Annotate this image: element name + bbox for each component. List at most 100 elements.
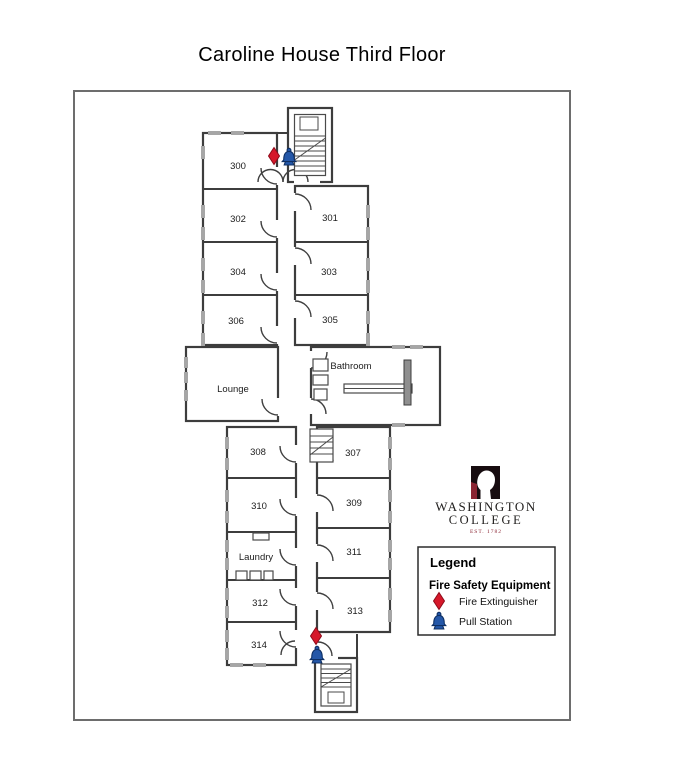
- door-arc: [280, 640, 296, 656]
- laundry-appliances: [235, 532, 274, 581]
- legend-subtitle: Fire Safety Equipment: [429, 580, 551, 592]
- door-arc: [260, 273, 278, 291]
- bathroom-fixtures: [312, 358, 413, 406]
- window-mark: [410, 345, 423, 349]
- door-arc: [294, 247, 312, 265]
- upper-right-rooms: [293, 184, 370, 347]
- door-opening: [274, 326, 280, 344]
- stair-details: [293, 113, 352, 707]
- door-opening: [314, 592, 320, 610]
- window-mark: [225, 606, 229, 618]
- lower-left-rooms: [225, 425, 298, 667]
- page-title: Caroline House Third Floor: [198, 44, 446, 66]
- door-arc: [279, 630, 297, 648]
- door-arc: [294, 300, 312, 318]
- window-mark: [184, 390, 188, 401]
- window-mark: [225, 540, 229, 552]
- door-opening: [292, 193, 298, 211]
- window-mark: [253, 663, 266, 667]
- window-mark: [388, 558, 392, 570]
- window-mark: [201, 311, 205, 324]
- window-mark: [366, 333, 370, 346]
- window-mark: [184, 357, 188, 368]
- window-mark: [225, 630, 229, 642]
- window-mark: [366, 280, 370, 293]
- door-opening: [308, 351, 314, 368]
- window-mark: [388, 610, 392, 622]
- legend-item-label: Fire Extinguisher: [459, 596, 538, 608]
- window-mark: [201, 205, 205, 218]
- window-mark: [201, 258, 205, 271]
- door-opening: [274, 167, 280, 185]
- wc-logo-est: EST. 1782: [470, 529, 502, 535]
- upper-left-rooms: [201, 131, 279, 347]
- door-opening: [293, 588, 299, 606]
- door-openings: [274, 167, 338, 660]
- window-mark: [388, 511, 392, 523]
- room-label-309: 309: [346, 498, 362, 509]
- room-label-310: 310: [251, 501, 267, 512]
- wc-logo-line1: WASHINGTON: [435, 499, 536, 514]
- window-mark: [230, 663, 243, 667]
- door-opening: [274, 273, 280, 291]
- room-label-308: 308: [250, 447, 266, 458]
- door-opening: [294, 179, 320, 184]
- wc-logo-maroon-accent: [471, 482, 477, 499]
- room-label-307: 307: [345, 448, 361, 459]
- door-opening: [318, 656, 338, 660]
- window-mark: [201, 227, 205, 240]
- door-arc: [316, 494, 334, 512]
- window-mark: [231, 131, 244, 135]
- door-arc: [317, 641, 333, 657]
- lounge-room: [184, 345, 280, 423]
- door-arc: [316, 544, 334, 562]
- room-label-314: 314: [251, 640, 267, 651]
- window-mark: [392, 345, 405, 349]
- legend-title: Legend: [430, 555, 476, 570]
- room-label-305: 305: [322, 315, 338, 326]
- room-label-300: 300: [230, 161, 246, 172]
- window-mark: [201, 146, 205, 159]
- door-opening: [293, 498, 299, 516]
- window-mark: [184, 372, 188, 383]
- window-mark: [366, 205, 370, 218]
- windows: [184, 131, 423, 667]
- door-arc: [279, 548, 297, 566]
- door-opening: [293, 630, 299, 648]
- door-arc: [257, 168, 284, 183]
- room-label-302: 302: [230, 214, 246, 225]
- window-mark: [201, 333, 205, 346]
- window-mark: [225, 437, 229, 449]
- door-opening: [292, 247, 298, 265]
- door-arc: [279, 498, 297, 516]
- room-label-301: 301: [322, 213, 338, 224]
- door-arc: [279, 445, 297, 463]
- window-mark: [366, 258, 370, 271]
- door-opening: [275, 398, 281, 416]
- window-mark: [225, 648, 229, 660]
- legend-box: Legend Fire Safety Equipment Fire Exting…: [417, 546, 556, 636]
- room-label-313: 313: [347, 606, 363, 617]
- door-arc: [294, 193, 312, 211]
- door-arc: [261, 398, 279, 416]
- door-arc: [260, 326, 278, 344]
- room-label-lounge: Lounge: [217, 384, 249, 395]
- window-mark: [388, 458, 392, 470]
- window-mark: [225, 458, 229, 470]
- door-opening: [292, 300, 298, 318]
- door-arc: [260, 167, 278, 185]
- room-dividers: [203, 132, 390, 659]
- window-mark: [388, 490, 392, 502]
- door-opening: [293, 548, 299, 566]
- room-label-303: 303: [321, 267, 337, 278]
- wc-logo-line2: COLLEGE: [449, 513, 523, 527]
- door-arc: [316, 592, 334, 610]
- legend-item-label: Pull Station: [459, 616, 512, 628]
- room-label-312: 312: [252, 598, 268, 609]
- room-label-306: 306: [228, 316, 244, 327]
- room-label-laundry: Laundry: [239, 552, 274, 563]
- window-mark: [388, 588, 392, 600]
